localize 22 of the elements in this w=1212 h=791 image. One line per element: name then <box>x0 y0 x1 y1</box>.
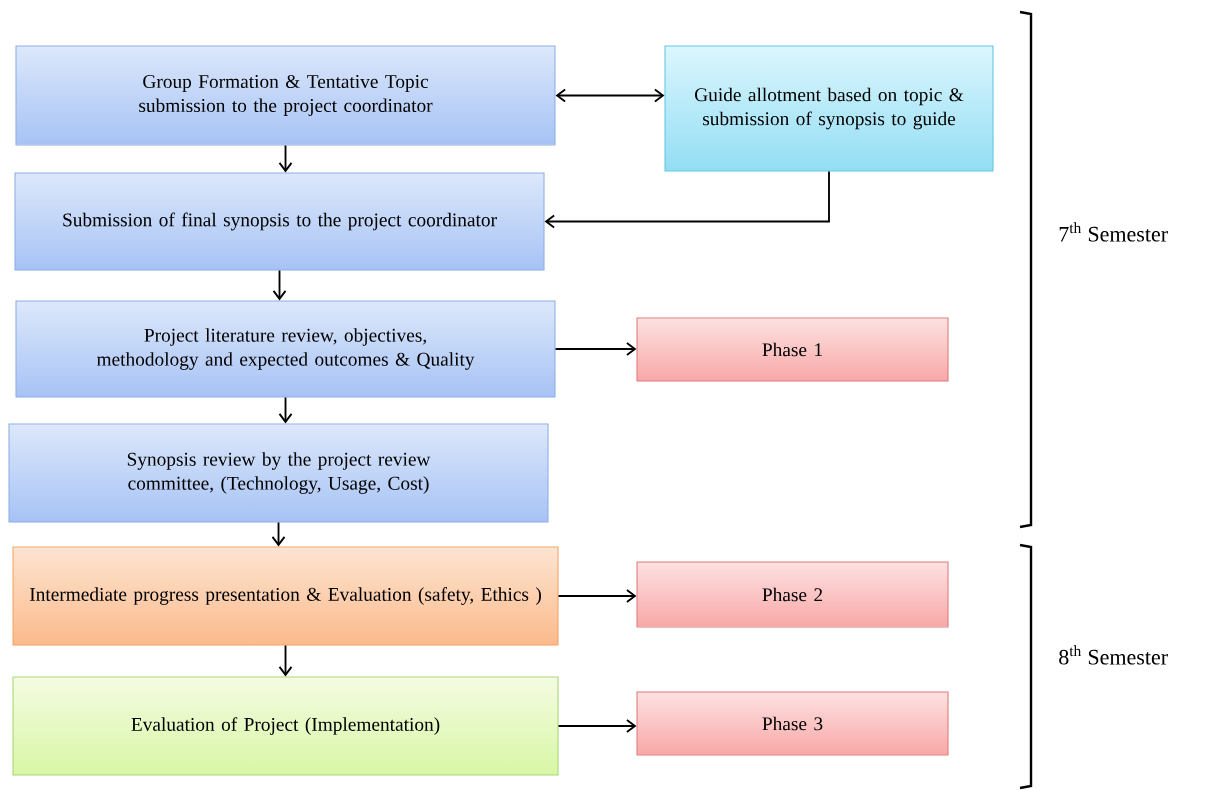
process-box: Submission of final synopsis to the project coordinator <box>14 172 545 271</box>
process-box: Synopsis review by the project review committee, (Technology, Usage, Cost) <box>8 423 549 523</box>
phase-box: Phase 3 <box>636 691 949 756</box>
arrow <box>555 88 665 103</box>
arrow <box>278 144 293 173</box>
phase-box: Phase 1 <box>636 317 949 382</box>
process-box: Project literature review, objectives, methodology and expected outcomes & Quality <box>15 300 556 398</box>
process-box: Group Formation & Tentative Topic submission to the project coordinator <box>15 45 556 146</box>
arrow <box>544 170 830 229</box>
arrow <box>557 589 637 603</box>
arrow <box>554 342 637 356</box>
process-box: Evaluation of Project (Implementation) <box>12 676 559 776</box>
arrow <box>278 396 293 424</box>
process-box: Guide allotment based on topic & submission of synopsis to guide <box>664 45 994 172</box>
arrow <box>278 644 293 677</box>
arrow <box>557 719 637 733</box>
process-box: Intermediate progress presentation & Evaluation (safety, Ethics ) <box>12 546 559 646</box>
semester-label: 8$^{th}$ Semester <box>1059 645 1168 665</box>
phase-box: Phase 2 <box>636 561 949 628</box>
semester-label: 7$^{th}$ Semester <box>1059 222 1168 242</box>
arrow <box>272 269 287 301</box>
arrow <box>271 521 286 547</box>
